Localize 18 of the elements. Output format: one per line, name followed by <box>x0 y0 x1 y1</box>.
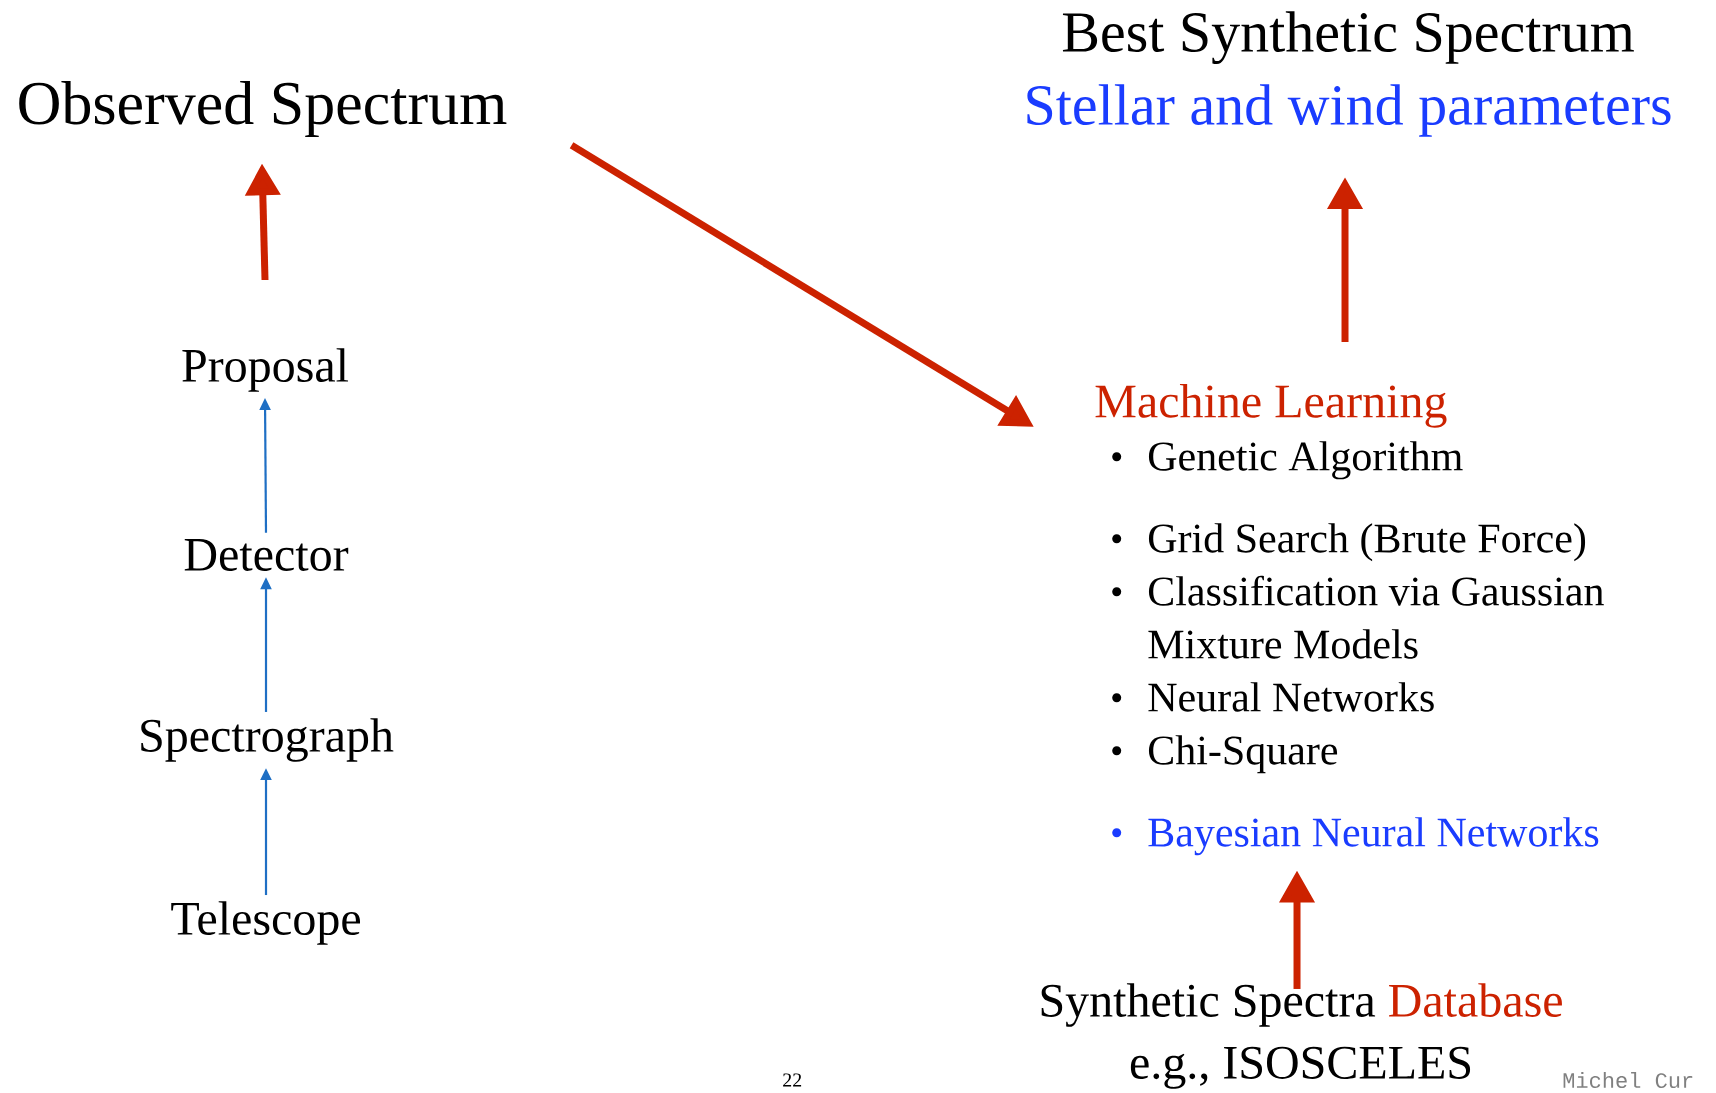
text-label: Observed Spectrum <box>19 80 507 138</box>
list-text: Bayesian Neural Networks <box>1148 817 1599 856</box>
list-text: Genetic Algorithm <box>1148 441 1463 480</box>
page-number: 22 <box>783 1073 802 1087</box>
subheading: Stellar and wind parameters <box>1027 84 1671 137</box>
caption-text: Synthetic Spectra Database <box>1041 983 1562 1027</box>
list-text: Classification via Gaussian Mixture Models <box>1148 575 1604 659</box>
list-text: Grid Search (Brute Force) <box>1148 523 1586 562</box>
text-label: Proposal <box>182 348 349 392</box>
heading: Machine Learning <box>1095 384 1447 428</box>
text-label: Detector <box>184 539 349 571</box>
example-text: e.g., ISOSCELES <box>1130 1046 1471 1089</box>
heading: Best Synthetic Spectrum <box>1062 11 1634 64</box>
text-label: Telescope <box>171 901 360 945</box>
list-text: Neural Networks <box>1148 682 1434 712</box>
list-text: Chi-Square <box>1148 735 1338 774</box>
author-credit: Michel Cur <box>1563 1071 1693 1089</box>
text-label: Spectrograph <box>141 718 394 762</box>
